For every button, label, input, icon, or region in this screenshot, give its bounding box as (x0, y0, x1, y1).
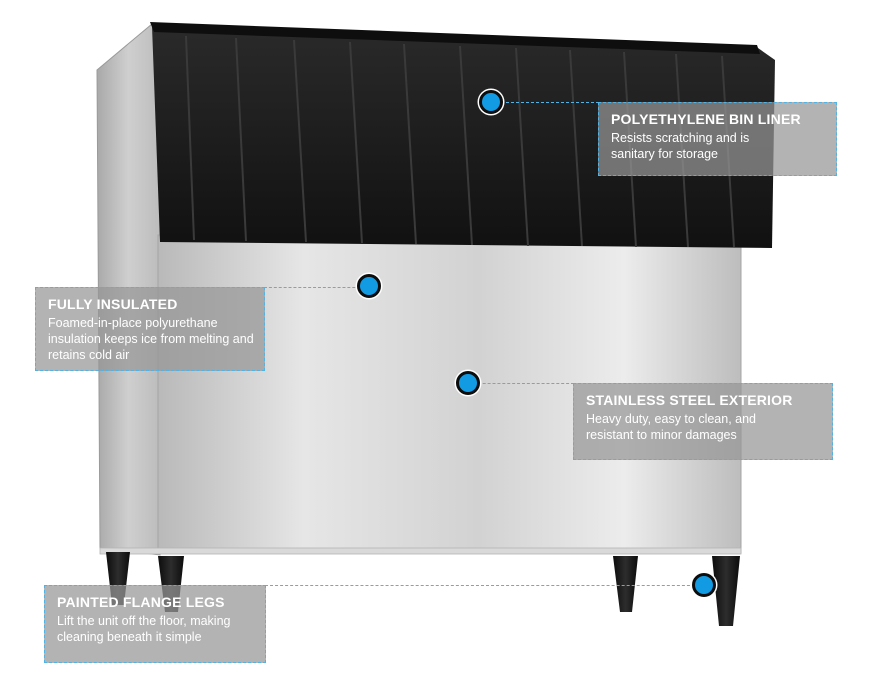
callout-description: Resists scratching and is sanitary for s… (611, 131, 750, 161)
hotspot-legs[interactable] (692, 573, 716, 597)
bin-liner (152, 26, 775, 248)
callout-title: STAINLESS STEEL EXTERIOR (586, 392, 793, 408)
hotspot-stainless-steel[interactable] (456, 371, 480, 395)
callout-description: Foamed-in-place polyurethane insulation … (48, 316, 254, 362)
callout-description: Heavy duty, easy to clean, and resistant… (586, 412, 757, 442)
callout-insulation: FULLY INSULATED Foamed-in-place polyuret… (35, 287, 265, 371)
callout-stainless-steel: STAINLESS STEEL EXTERIOR Heavy duty, eas… (573, 383, 833, 460)
callout-title: PAINTED FLANGE LEGS (57, 594, 225, 610)
callout-bin-liner: POLYETHYLENE BIN LINER Resists scratchin… (598, 102, 837, 176)
leg-front-center-right (613, 556, 638, 612)
callout-title: FULLY INSULATED (48, 296, 178, 312)
leg-front-right (712, 556, 740, 626)
callout-description: Lift the unit off the floor, making clea… (57, 614, 231, 644)
callout-title: POLYETHYLENE BIN LINER (611, 111, 801, 127)
hotspot-insulation[interactable] (357, 274, 381, 298)
hotspot-bin-liner[interactable] (479, 90, 503, 114)
callout-legs: PAINTED FLANGE LEGS Lift the unit off th… (44, 585, 266, 663)
